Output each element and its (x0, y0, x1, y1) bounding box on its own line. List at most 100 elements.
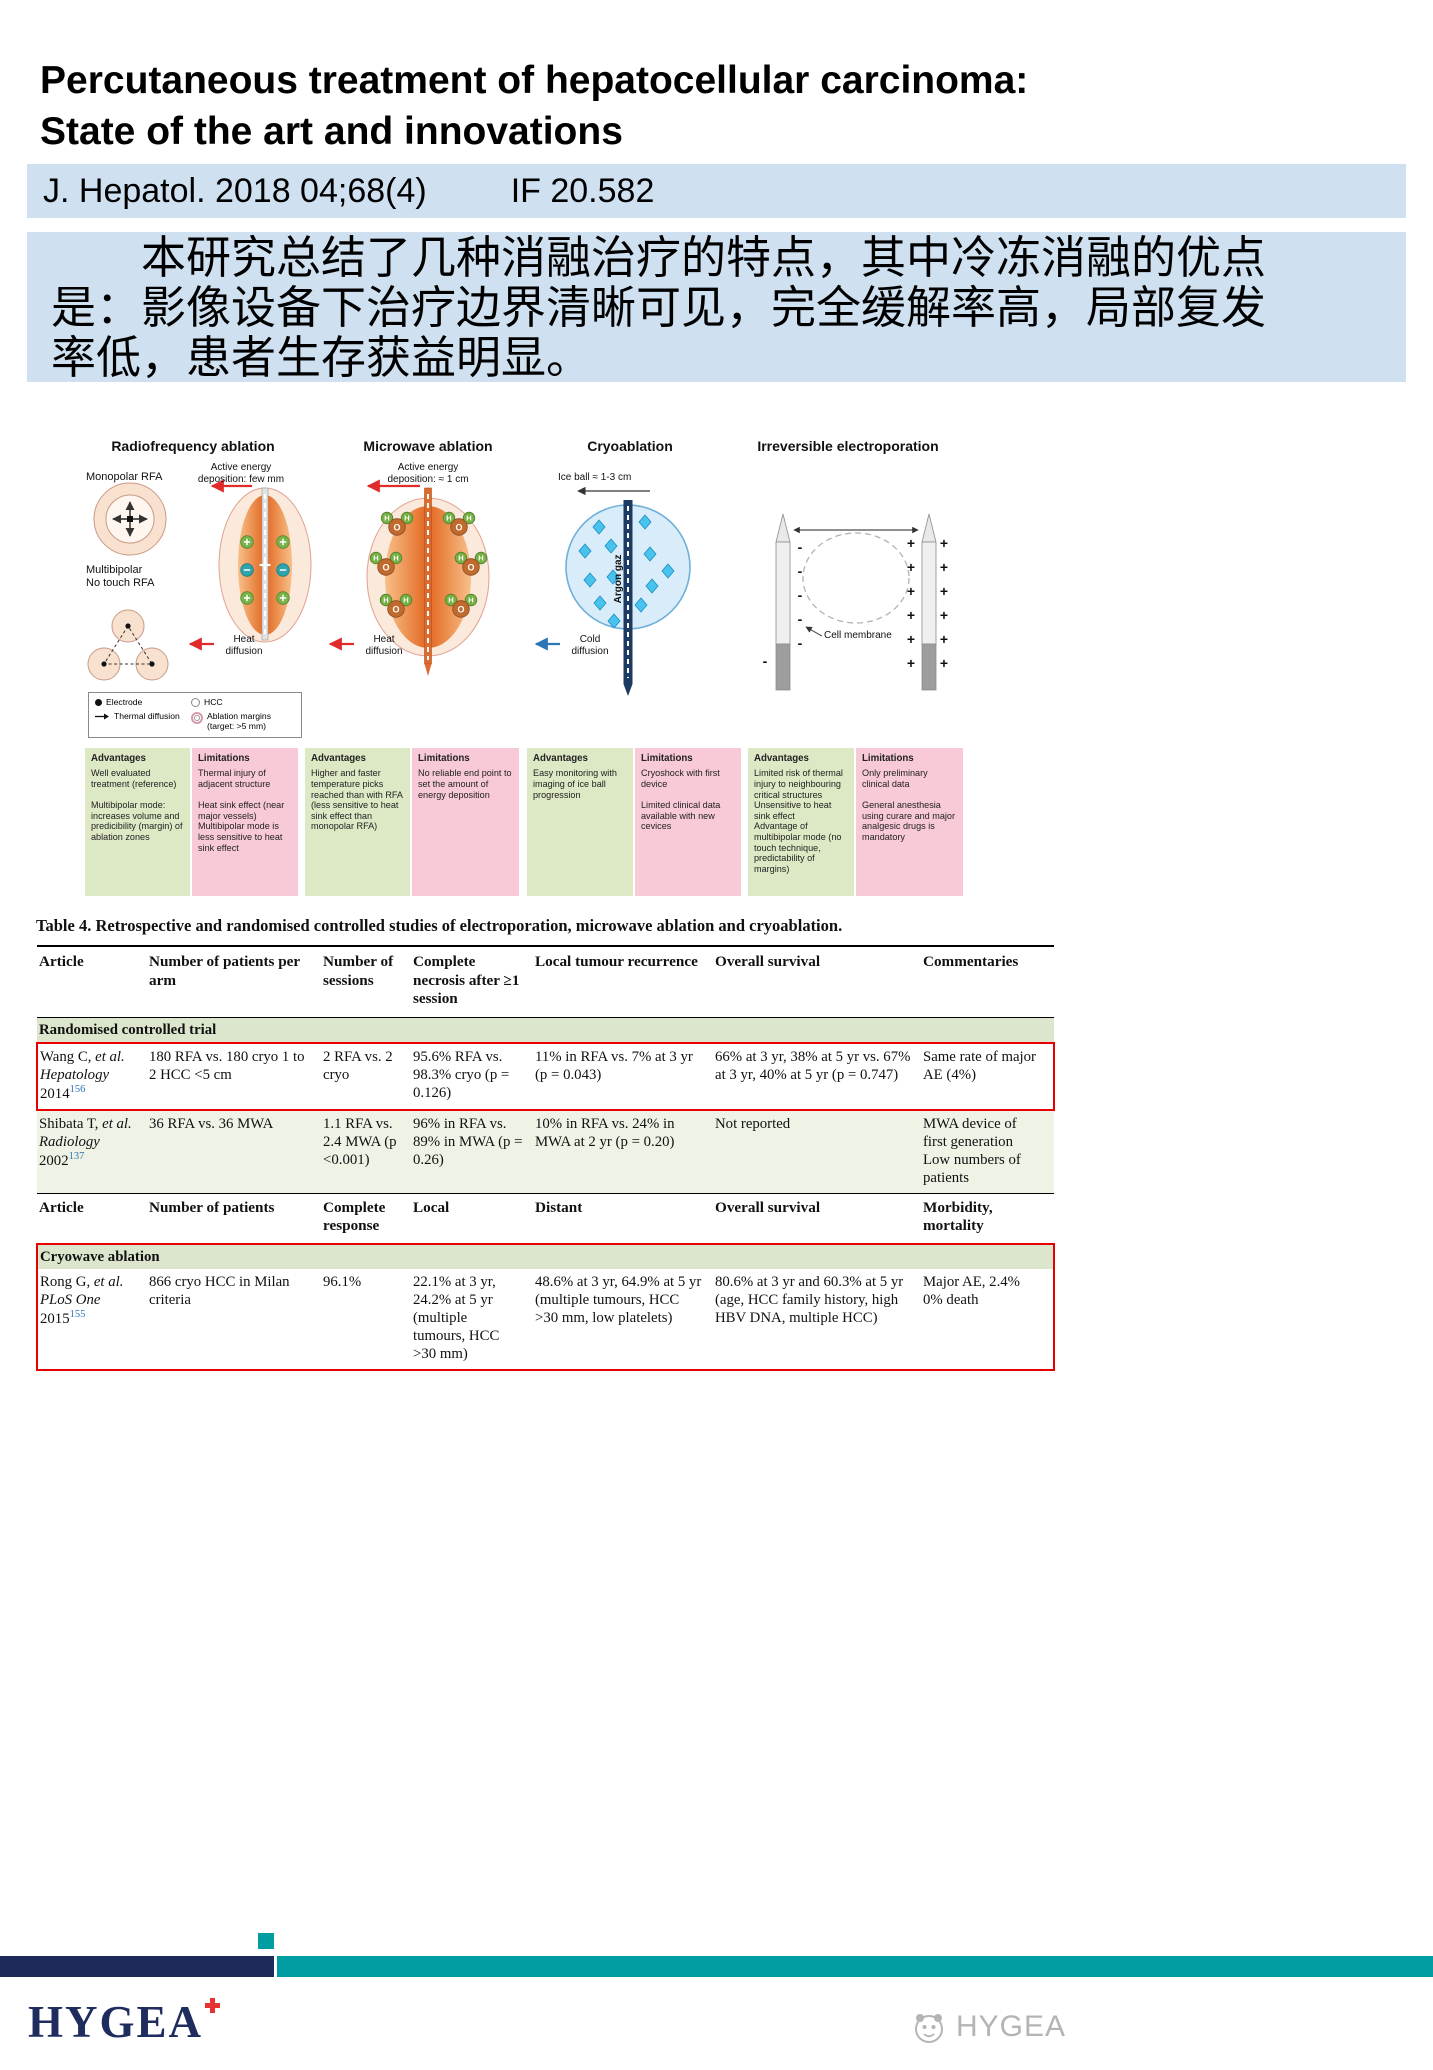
advantages-title: Advantages (91, 753, 146, 764)
table-cell: Same rate of major AE (4%) (921, 1041, 1055, 1111)
col-header: Article (37, 1192, 147, 1245)
mwa-heat-label: Heat diffusion (365, 634, 403, 657)
electrode-dot-icon (95, 699, 102, 706)
reference-number: 137 (68, 1150, 85, 1162)
svg-text:O: O (467, 562, 474, 572)
table-cell: Major AE, 2.4% 0% death (921, 1269, 1055, 1372)
svg-text:+: + (907, 655, 915, 671)
rfa-advantages-box: Advantages Well evaluated treatment (ref… (85, 748, 190, 896)
hygea-logo: HYGEA (28, 1996, 221, 2048)
argon-gas-label: Argon gaz (613, 554, 625, 604)
svg-text:+: + (940, 559, 948, 575)
thermal-arrow-icon (95, 713, 109, 720)
table-cell: 2 RFA vs. 2 cryo (321, 1041, 411, 1111)
journal-citation: J. Hepatol. 2018 04;68(4) (43, 171, 427, 210)
iceball-label: Ice ball ≈ 1-3 cm (558, 472, 632, 483)
col-header: Article (37, 944, 147, 1018)
col-header: Local tumour recurrence (533, 944, 713, 1018)
table-cell: 80.6% at 3 yr and 60.3% at 5 yr (age, HC… (713, 1269, 921, 1372)
footer-bar-navy (0, 1956, 274, 1977)
cryo-limitations-box: Limitations Cryoshock with first device … (635, 748, 741, 896)
legend-electrode: Electrode (95, 697, 187, 708)
table-cell: MWA device of first generation Low numbe… (921, 1109, 1054, 1194)
svg-text:O: O (392, 604, 399, 614)
svg-text:+: + (907, 535, 915, 551)
table-cell: 66% at 3 yr, 38% at 5 yr vs. 67% at 3 yr… (713, 1041, 921, 1111)
col-header: Number of sessions (321, 944, 411, 1018)
legend-ablation-margins: Ablation margins (target: >5 mm) (191, 711, 295, 732)
page-title: Percutaneous treatment of hepatocellular… (40, 59, 1029, 153)
ire-electrodes-diagram: - - - - - - + + + + + + + + + + + + (763, 513, 948, 691)
cryo-advantages-box: Advantages Easy monitoring with imaging … (527, 748, 633, 896)
svg-text:H: H (384, 514, 389, 523)
footer-bar-teal (277, 1956, 1433, 1977)
svg-text:H: H (373, 554, 378, 563)
limitations-title: Limitations (641, 753, 693, 764)
svg-text:O: O (457, 604, 464, 614)
rfa-limitations-box: Limitations Thermal injury of adjacent s… (192, 748, 298, 896)
figure-title-cryo: Cryoablation (587, 438, 673, 454)
journal-bar: J. Hepatol. 2018 04;68(4) IF 20.582 (27, 164, 1406, 218)
table-cell: 11% in RFA vs. 7% at 3 yr (p = 0.043) (533, 1041, 713, 1111)
advantages-text: Well evaluated treatment (reference) Mul… (91, 768, 183, 843)
advantages-text: Limited risk of thermal injury to neighb… (754, 768, 843, 874)
svg-text:H: H (468, 596, 473, 605)
col-header: Overall survival (713, 944, 921, 1018)
cell-membrane-label: Cell membrane (824, 630, 892, 641)
svg-text:-: - (798, 635, 803, 651)
multibipolar-rfa-diagram (87, 609, 169, 681)
impact-factor: IF 20.582 (510, 171, 655, 210)
table-cell: 48.6% at 3 yr, 64.9% at 5 yr (multiple t… (533, 1269, 713, 1372)
table-cell: 96.1% (321, 1269, 411, 1372)
summary-text: 本研究总结了几种消融治疗的特点，其中冷冻消融的优点 是：影像设备下治疗边界清晰可… (51, 232, 1267, 383)
col-header: Complete response (321, 1192, 411, 1245)
svg-text:H: H (448, 596, 453, 605)
footer-teal-chip (258, 1933, 274, 1949)
svg-text:+: + (940, 535, 948, 551)
table-header-row: Article Number of patients per arm Numbe… (37, 944, 1054, 1018)
svg-text:-: - (798, 539, 803, 555)
col-header: Commentaries (921, 944, 1054, 1018)
svg-text:O: O (382, 562, 389, 572)
watermark-text: HYGEA (956, 2010, 1067, 2043)
hygea-watermark: HYGEA (910, 2008, 1066, 2046)
limitations-text: No reliable end point to set the amount … (418, 768, 512, 800)
advantages-title: Advantages (311, 753, 366, 764)
monopolar-rfa-label: Monopolar RFA (86, 471, 163, 483)
legend-hcc: HCC (191, 697, 295, 708)
table-cell: 95.6% RFA vs. 98.3% cryo (p = 0.126) (411, 1041, 533, 1111)
table-cell: 866 cryo HCC in Milan criteria (147, 1269, 321, 1372)
svg-text:O: O (393, 522, 400, 532)
svg-text:+: + (907, 631, 915, 647)
col-header: Number of patients per arm (147, 944, 321, 1018)
section-row-rct: Randomised controlled trial (37, 1017, 1054, 1043)
reference-number: 156 (69, 1083, 86, 1095)
col-header: Distant (533, 1192, 713, 1245)
svg-text:H: H (446, 514, 451, 523)
svg-text:H: H (383, 596, 388, 605)
svg-text:H: H (466, 514, 471, 523)
advantages-text: Easy monitoring with imaging of ice ball… (533, 768, 617, 800)
limitations-title: Limitations (198, 753, 250, 764)
col-header: Number of patients (147, 1192, 321, 1245)
col-header: Overall survival (713, 1192, 921, 1245)
col-header: Morbidity, mortality (921, 1192, 1054, 1245)
hygea-logo-cross-icon (205, 1998, 221, 2013)
cryo-iceball-diagram (565, 500, 691, 696)
svg-text:+: + (940, 583, 948, 599)
summary-box: 本研究总结了几种消融治疗的特点，其中冷冻消融的优点 是：影像设备下治疗边界清晰可… (27, 232, 1406, 382)
section-row-cryowave: Cryowave ablation (36, 1243, 1055, 1270)
monopolar-rfa-diagram (93, 482, 167, 556)
table-cell: 96% in RFA vs. 89% in MWA (p = 0.26) (411, 1109, 533, 1194)
hcc-circle-icon (191, 698, 200, 707)
figure-title-ire: Irreversible electroporation (757, 438, 939, 454)
svg-text:-: - (798, 563, 803, 579)
